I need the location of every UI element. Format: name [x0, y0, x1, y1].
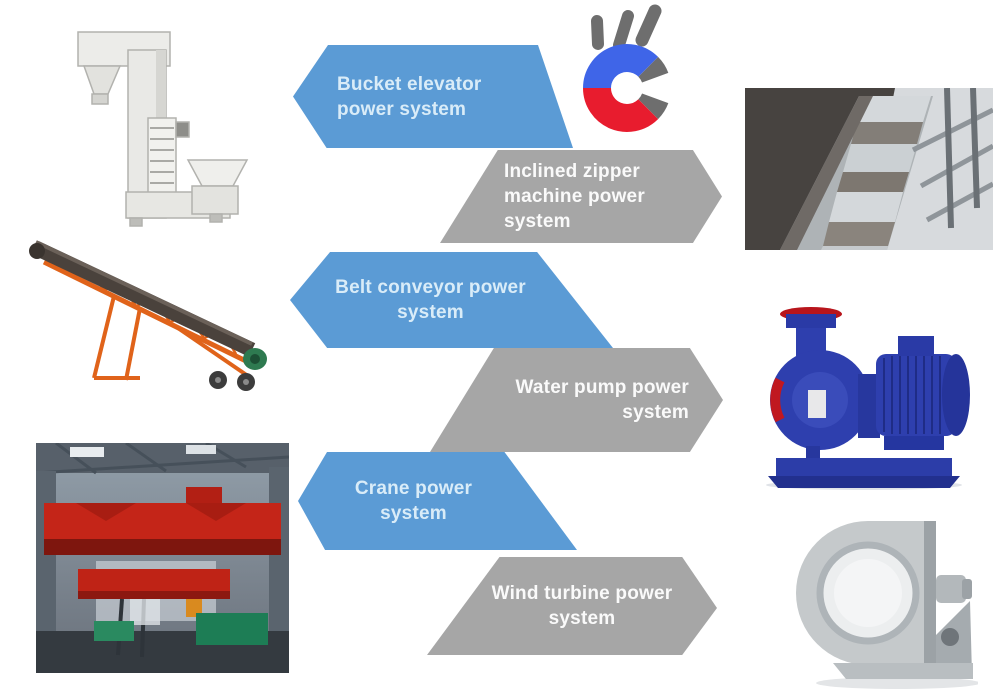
banner-label-line: system	[504, 211, 571, 232]
banner-label-line: system	[380, 503, 447, 524]
banner-inclined-zipper: Inclined zipper machine power system	[440, 150, 722, 243]
magnet-horseshoe	[583, 44, 669, 132]
belt-conveyor-machine	[29, 240, 267, 391]
bucket-elevator-photo	[77, 31, 249, 227]
banner-label-line: system	[622, 402, 689, 423]
banner-bucket-elevator: Bucket elevator power system	[293, 45, 573, 148]
wind-turbine-photo	[796, 521, 978, 689]
bucket-elevator-machine	[77, 31, 249, 227]
banner-label-line: machine power	[504, 186, 645, 207]
banner-label-line: power system	[337, 98, 467, 120]
banner-label-line: Wind turbine power	[491, 583, 673, 604]
banner-label-line: Crane power	[354, 478, 473, 499]
inclined-zipper-photo	[745, 88, 993, 250]
banner-water-pump: Water pump power system	[430, 348, 723, 452]
magnet-fingers	[591, 4, 662, 51]
magnet-logo	[583, 4, 669, 132]
banner-crane: Crane power system	[298, 452, 577, 550]
banner-belt-conveyor: Belt conveyor power system	[290, 252, 613, 348]
banner-label-line: system	[548, 608, 616, 629]
crane-scene	[36, 443, 289, 673]
water-pump-machine	[766, 307, 970, 490]
banner-label-line: Inclined zipper	[504, 161, 641, 182]
banner-label-line: system	[397, 302, 464, 323]
zipper-scene	[745, 88, 993, 250]
blower-machine	[796, 521, 978, 689]
banner-label-line: Water pump power	[515, 377, 689, 398]
banner-label-line: Bucket elevator	[337, 73, 482, 95]
water-pump-photo	[766, 307, 970, 490]
banner-wind-turbine: Wind turbine power system	[427, 557, 717, 655]
banner-label-line: Belt conveyor power	[335, 277, 526, 298]
belt-conveyor-photo	[29, 240, 267, 391]
crane-photo	[36, 443, 289, 673]
